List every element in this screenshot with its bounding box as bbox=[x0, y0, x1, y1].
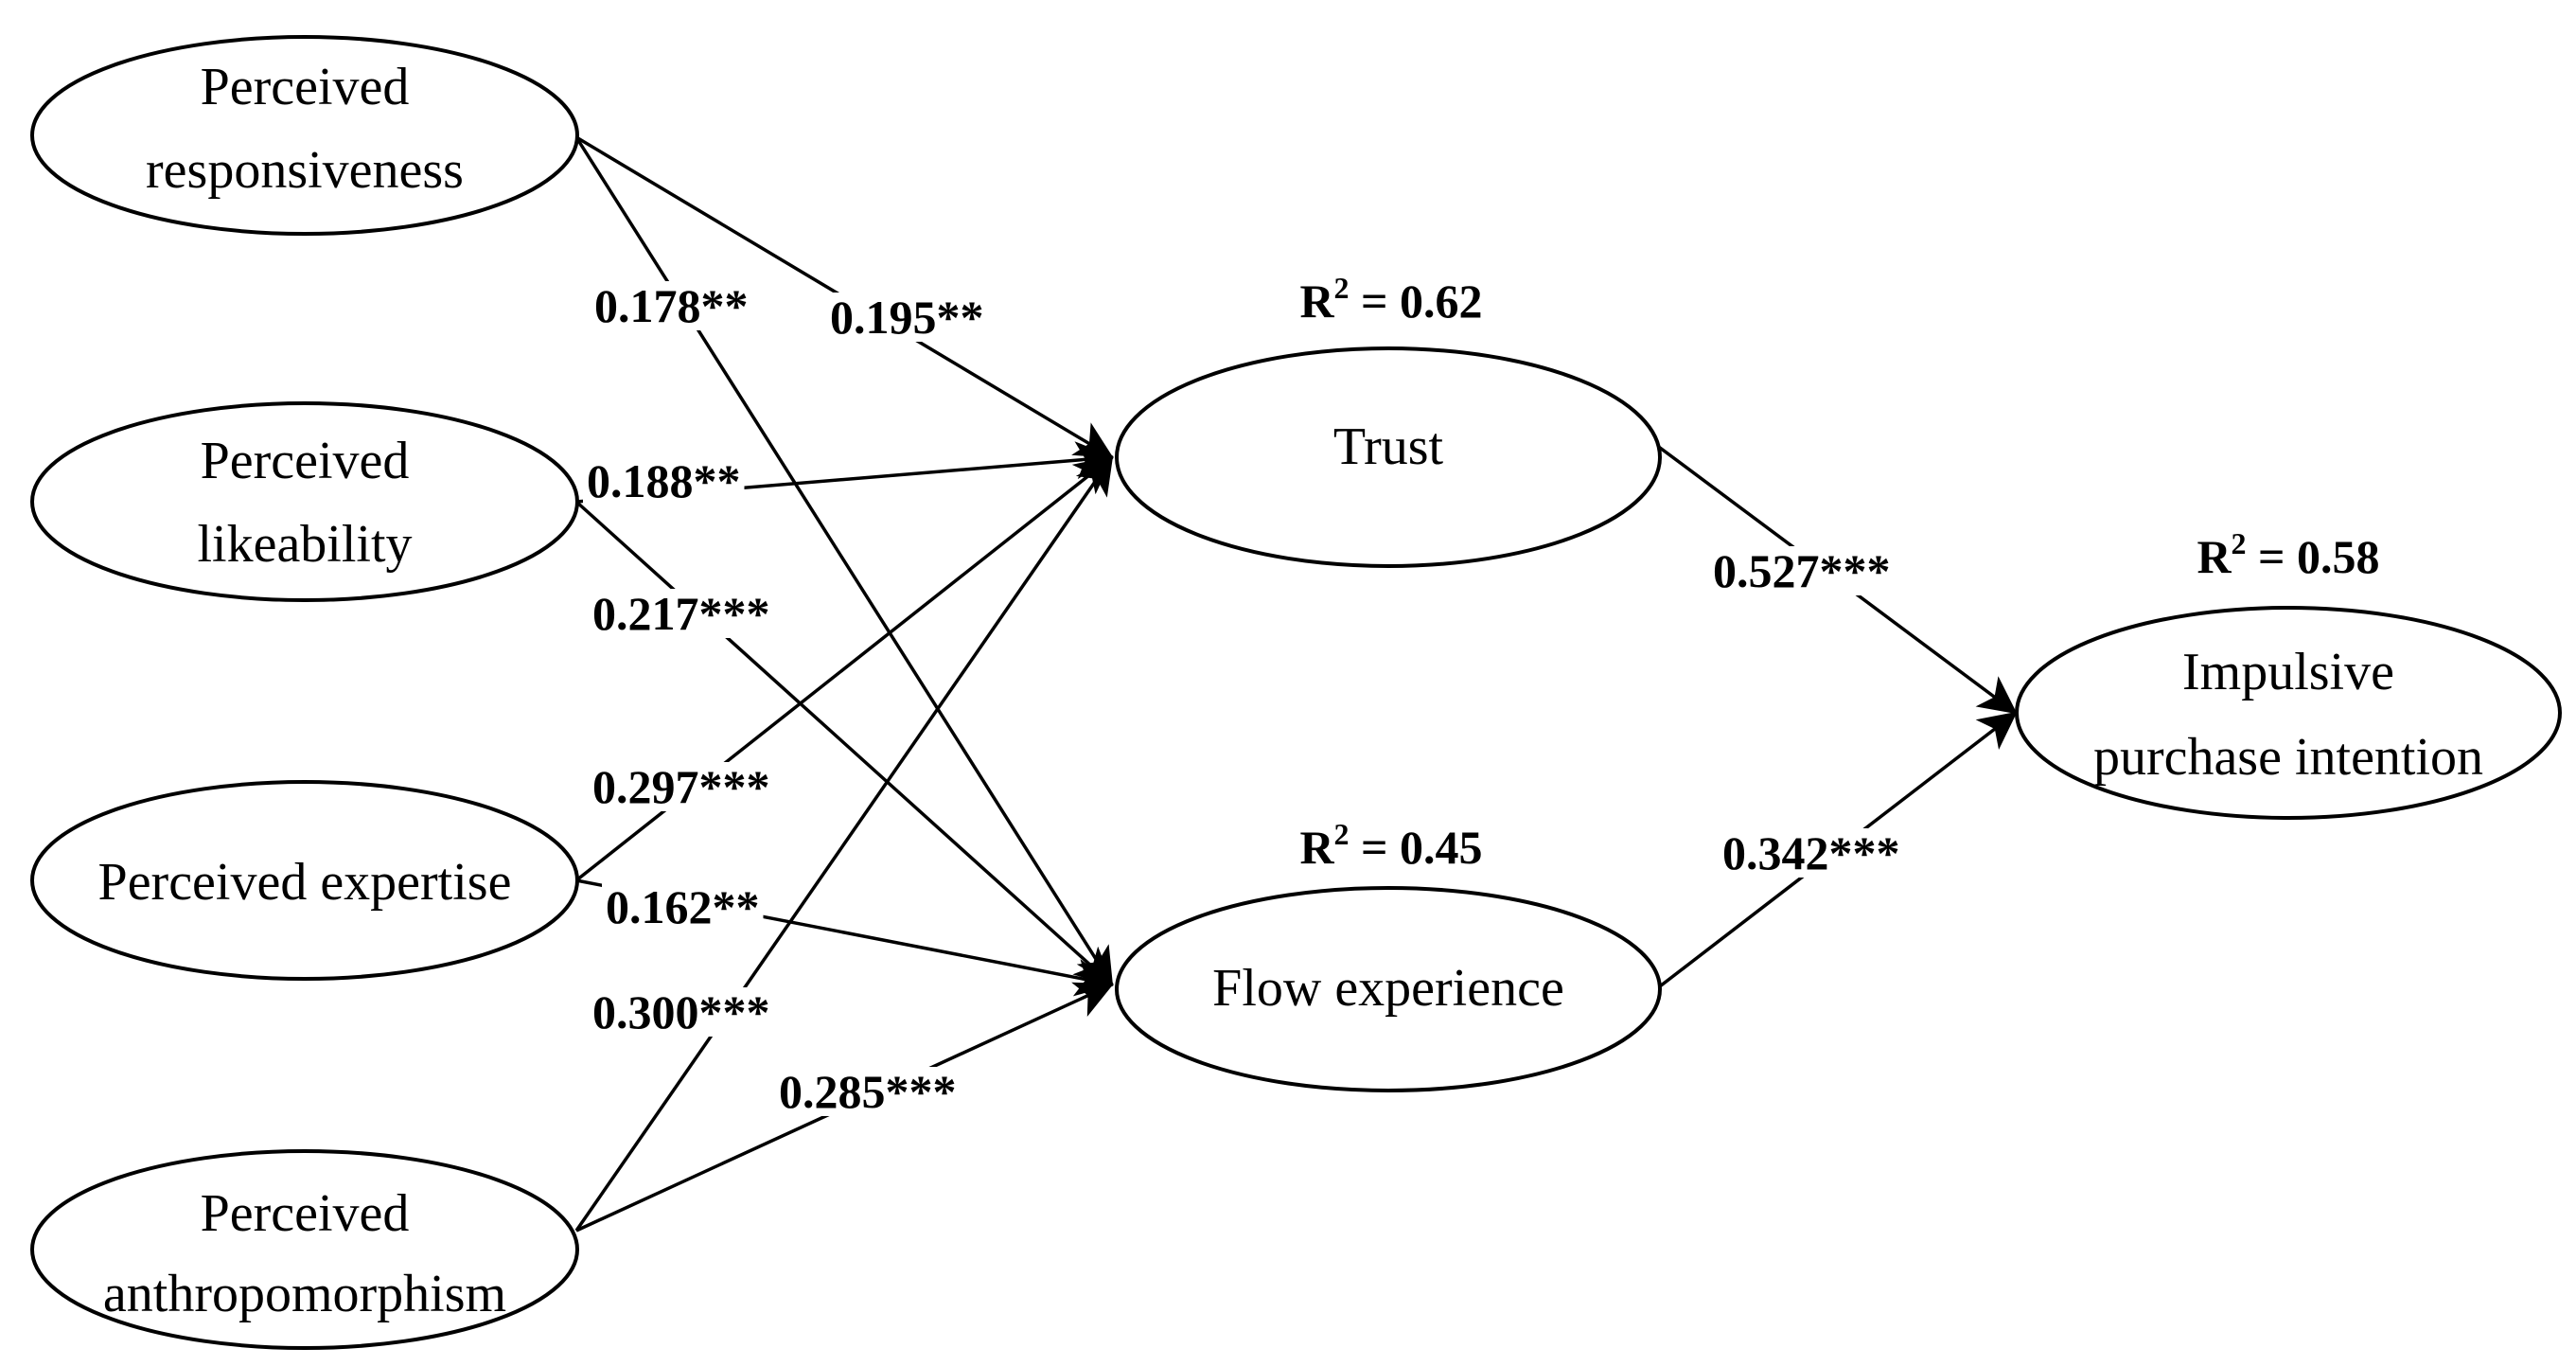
coef-anth-trust: 0.300*** bbox=[592, 985, 770, 1038]
nodes: Perceived responsiveness Perceived likea… bbox=[30, 35, 2562, 1350]
coef-resp-flow: 0.178** bbox=[594, 279, 749, 332]
coef-background bbox=[1709, 546, 1895, 595]
coef-anth-flow: 0.285*** bbox=[779, 1065, 957, 1118]
node-responsiveness-line-2: responsiveness bbox=[146, 141, 464, 200]
coef-trust-imp: 0.527*** bbox=[1713, 544, 1891, 597]
edge-anth-trust bbox=[574, 455, 1114, 1232]
node-trust: Trust bbox=[1115, 346, 1662, 568]
coef-background bbox=[826, 293, 988, 342]
coef-background bbox=[602, 882, 764, 931]
node-impulsive-line-1: Impulsive bbox=[2182, 643, 2394, 701]
node-likeability: Perceived likeability bbox=[30, 401, 579, 602]
coef-background bbox=[1719, 828, 1904, 878]
node-responsiveness: Perceived responsiveness bbox=[30, 35, 579, 236]
node-expertise: Perceived expertise bbox=[30, 780, 579, 981]
coef-background bbox=[589, 987, 774, 1037]
r-squared-labels: R2 = 0.62 R2 = 0.45 R2 = 0.58 bbox=[1299, 271, 2379, 874]
coef-background bbox=[589, 762, 774, 811]
r-squared-trust: R2 = 0.62 bbox=[1299, 271, 1482, 328]
edge-resp-flow bbox=[574, 136, 1114, 986]
coef-like-flow: 0.217*** bbox=[592, 587, 770, 640]
node-anthropomorphism: Perceived anthropomorphism bbox=[30, 1149, 579, 1350]
coef-like-trust: 0.188** bbox=[587, 454, 741, 507]
r-squared-flow: R2 = 0.45 bbox=[1299, 817, 1482, 874]
path-coefficients: 0.178** 0.195** 0.188** 0.217*** 0.297**… bbox=[583, 279, 1904, 1118]
coef-background bbox=[583, 456, 745, 506]
coef-exp-flow: 0.162** bbox=[606, 880, 760, 933]
node-impulsive: Impulsive purchase intention bbox=[2015, 606, 2562, 820]
node-expertise-line-1: Perceived expertise bbox=[98, 853, 512, 912]
node-likeability-line-2: likeability bbox=[197, 515, 412, 574]
edge-exp-trust bbox=[574, 455, 1114, 882]
edge-like-flow bbox=[574, 500, 1114, 986]
node-anthropomorphism-line-1: Perceived bbox=[201, 1184, 410, 1243]
coef-exp-trust: 0.297*** bbox=[592, 760, 770, 813]
node-impulsive-line-2: purchase intention bbox=[2093, 728, 2483, 787]
node-trust-line-1: Trust bbox=[1333, 417, 1444, 476]
coef-background bbox=[775, 1067, 961, 1116]
coef-background bbox=[589, 589, 774, 638]
node-likeability-line-1: Perceived bbox=[201, 432, 410, 490]
node-flow-line-1: Flow experience bbox=[1212, 959, 1564, 1018]
coef-flow-imp: 0.342*** bbox=[1722, 826, 1900, 879]
node-flow: Flow experience bbox=[1115, 886, 1662, 1092]
node-anthropomorphism-line-2: anthropomorphism bbox=[103, 1265, 506, 1323]
coef-resp-trust: 0.195** bbox=[830, 291, 984, 344]
coef-background bbox=[591, 281, 752, 330]
node-responsiveness-line-1: Perceived bbox=[201, 58, 410, 116]
r-squared-impulsive: R2 = 0.58 bbox=[2197, 526, 2379, 583]
